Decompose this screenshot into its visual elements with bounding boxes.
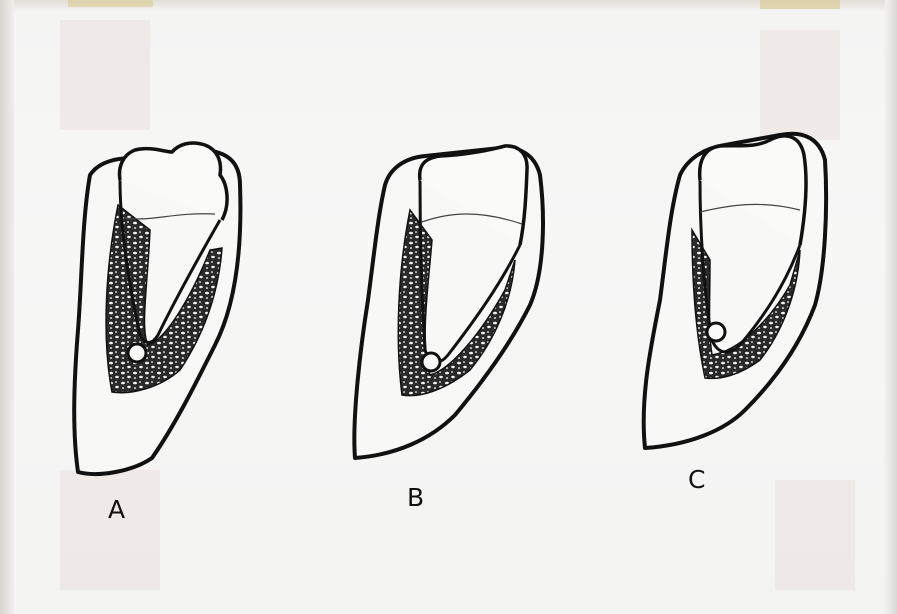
panel-label-a: A: [108, 495, 125, 524]
panel-label-c: C: [688, 465, 705, 494]
foramen-a: [128, 344, 146, 362]
panel-label-b: B: [407, 483, 424, 512]
foramen-c: [707, 323, 725, 341]
panel-b-drawing: [354, 146, 543, 458]
panel-a-drawing: [74, 143, 240, 474]
panel-c-drawing: [644, 134, 826, 448]
foramen-b: [422, 353, 440, 371]
